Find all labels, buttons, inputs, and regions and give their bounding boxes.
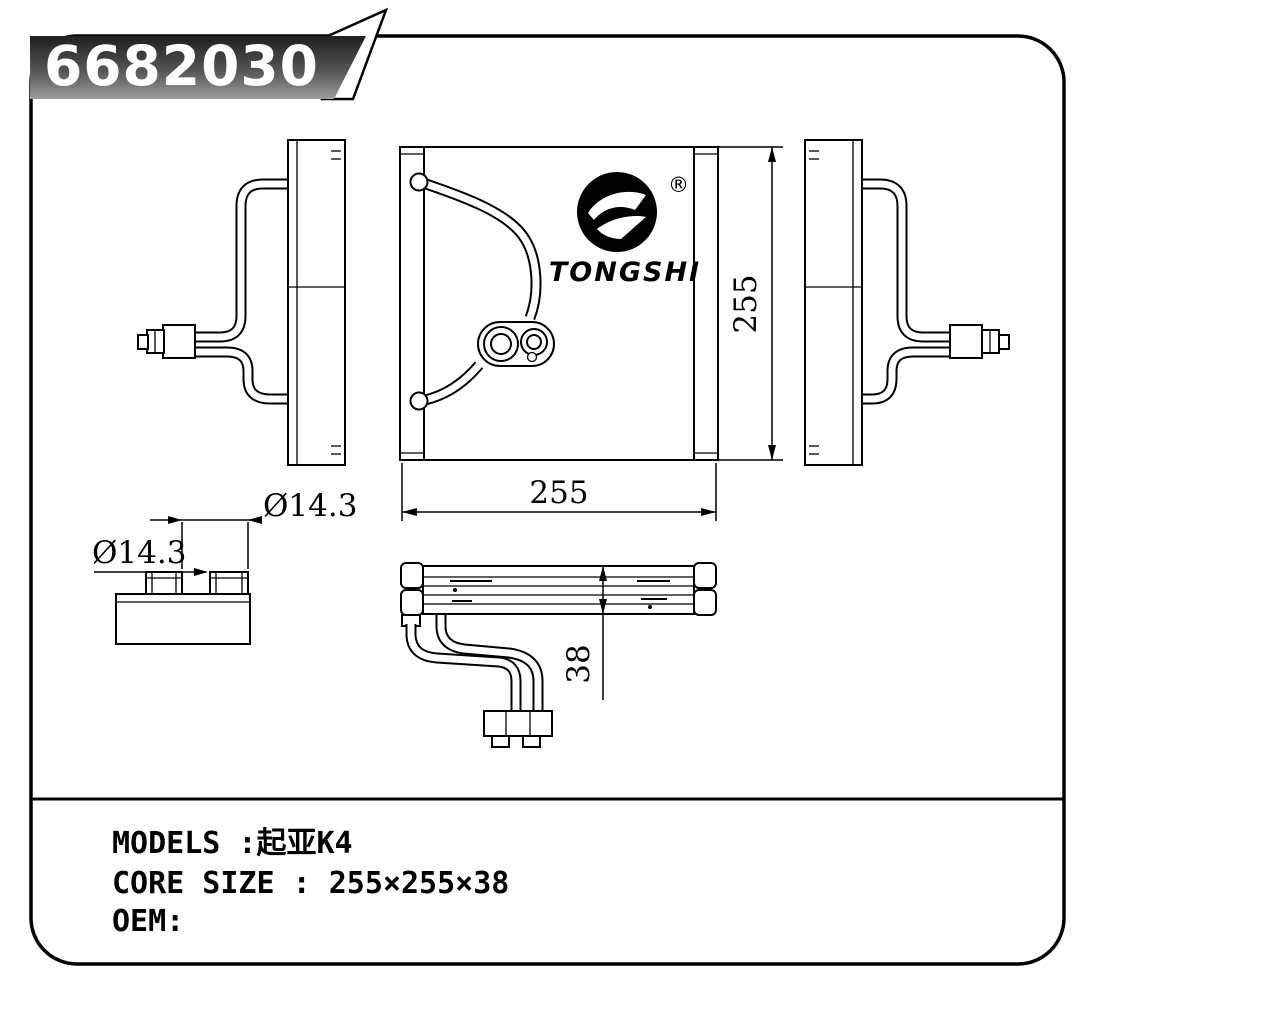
pipe-end-top — [409, 172, 429, 192]
tongshi-logo: ® TONGSHI — [549, 172, 701, 288]
dim-height-label: 255 — [728, 274, 764, 333]
dimension-core-depth: 38 — [561, 566, 607, 700]
left-side-view — [137, 139, 346, 466]
brand-text: TONGSHI — [549, 257, 701, 288]
dim-pipe-left-label: Ø14.3 — [92, 535, 186, 571]
right-side-view — [804, 139, 1010, 466]
dimension-core-height: 255 — [718, 146, 783, 461]
dim-pipe-top-label: Ø14.3 — [263, 488, 357, 524]
pipe-fitting-left — [137, 324, 196, 359]
front-view: ® TONGSHI — [399, 146, 719, 461]
outer-border — [29, 34, 1066, 966]
fitting-detail-view — [115, 571, 251, 645]
registered-mark: ® — [668, 173, 689, 197]
dim-depth-label: 38 — [561, 644, 597, 683]
dimension-core-width: 255 — [401, 463, 717, 521]
dim-width-label: 255 — [529, 475, 588, 511]
tongshi-logo-icon — [577, 172, 657, 252]
part-number: 6682030 — [44, 34, 319, 98]
pipe-fitting-right — [949, 324, 1010, 359]
spec-core-size: CORE SIZE : 255×255×38 — [112, 866, 509, 901]
spec-oem: OEM: — [112, 904, 184, 939]
spec-block: MODELS :起亚K4 CORE SIZE : 255×255×38 OEM: — [112, 826, 509, 939]
dimension-pipe-left: Ø14.3 — [92, 535, 208, 576]
banner-plate — [30, 36, 366, 99]
dimension-pipe-top: Ø14.3 — [150, 488, 357, 569]
pipe-connector — [483, 710, 553, 748]
part-number-banner: 6682030 — [30, 7, 389, 101]
pipe-end-bottom — [409, 391, 429, 411]
spec-models: MODELS :起亚K4 — [112, 826, 353, 861]
bottom-view — [400, 562, 717, 748]
